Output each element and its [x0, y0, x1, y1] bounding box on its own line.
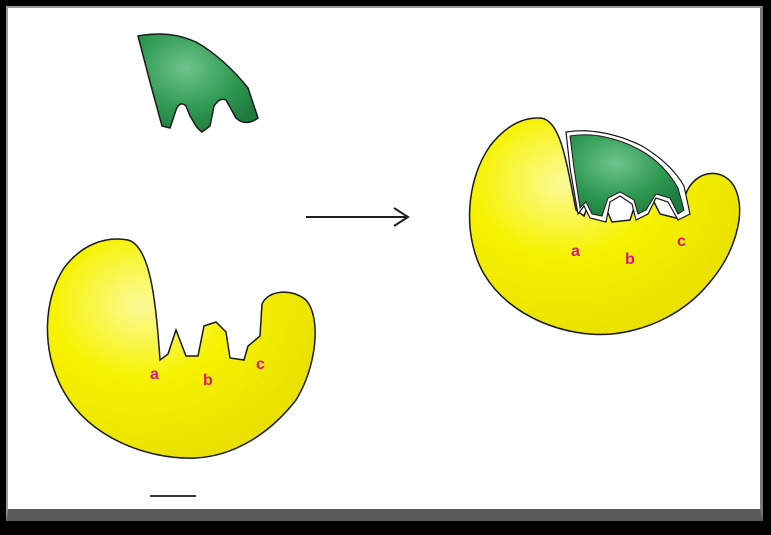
right-site-c-label: c — [677, 233, 686, 250]
right-site-a-label: a — [571, 243, 580, 260]
left-site-a-label: a — [150, 366, 159, 383]
left-site-b-label: b — [203, 372, 213, 389]
left-site-c-label: c — [256, 356, 265, 373]
free-substrate-shape — [138, 34, 258, 132]
free-enzyme-shape — [47, 239, 315, 458]
bound-substrate-shape — [570, 135, 684, 216]
right-site-b-label: b — [625, 251, 635, 268]
